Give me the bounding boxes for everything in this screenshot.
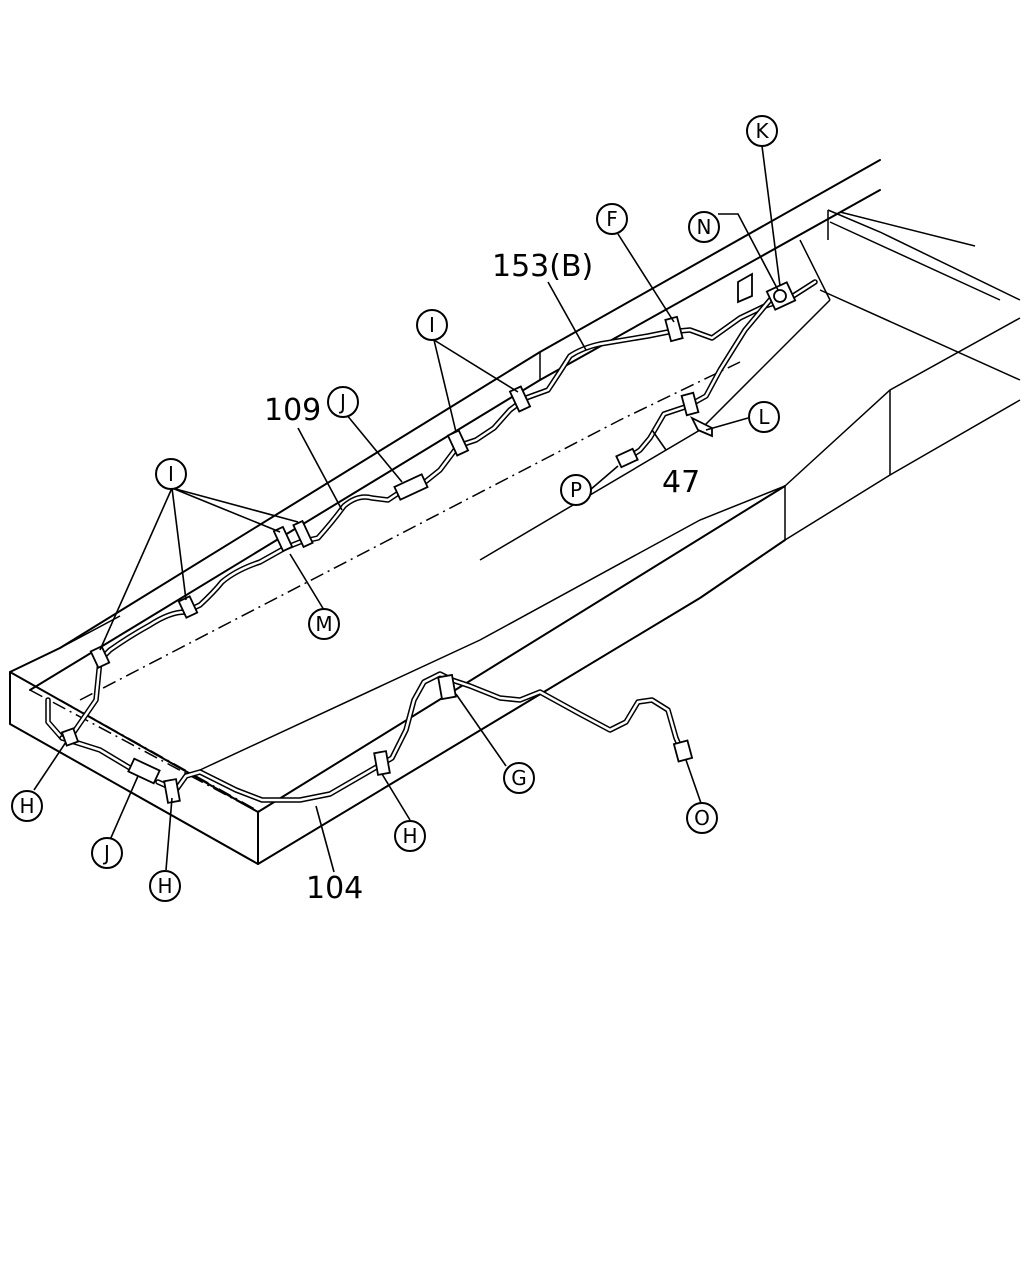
clip — [177, 595, 199, 619]
callout-H-mid: H — [394, 820, 426, 852]
clip — [508, 385, 532, 413]
callout-K: K — [746, 115, 778, 147]
chassis-frame — [9, 159, 1021, 865]
pipe-47 — [619, 297, 773, 465]
clip — [60, 727, 80, 747]
callout-I-left: I — [155, 458, 187, 490]
svg-text:K: K — [755, 119, 769, 143]
svg-text:H: H — [157, 874, 172, 898]
end-fitting — [615, 447, 639, 469]
svg-text:N: N — [697, 215, 712, 239]
clip — [437, 673, 457, 701]
svg-text:F: F — [606, 207, 618, 231]
brake-pipes — [45, 279, 818, 803]
svg-text:G: G — [511, 766, 527, 790]
callout-M: M — [308, 608, 340, 640]
callout-P: P — [560, 474, 592, 506]
clip — [163, 778, 181, 804]
svg-text:J: J — [338, 390, 346, 414]
callout-G: G — [503, 762, 535, 794]
union-fitting — [127, 757, 161, 785]
svg-text:H: H — [402, 824, 417, 848]
part-number-153b: 153(B) — [492, 249, 593, 284]
svg-text:M: M — [315, 612, 332, 636]
bracket — [737, 272, 753, 304]
svg-text:P: P — [570, 478, 582, 502]
callout-H-left: H — [11, 790, 43, 822]
clip — [689, 415, 713, 438]
callout-I-mid: I — [416, 309, 448, 341]
callout-J-top: J — [327, 386, 359, 418]
callout-O: O — [686, 802, 718, 834]
pipe-fittings — [127, 281, 797, 785]
part-number-47: 47 — [662, 465, 700, 500]
clip — [373, 750, 391, 776]
clip — [680, 391, 700, 417]
part-number-109: 109 — [264, 393, 321, 428]
end-fitting — [672, 739, 694, 763]
callout-J-bottom: J — [91, 837, 123, 869]
clip — [89, 645, 111, 669]
leader-lines — [33, 145, 781, 873]
svg-text:I: I — [429, 313, 435, 337]
pipe-clips — [60, 272, 753, 804]
svg-text:I: I — [168, 462, 174, 486]
svg-text:O: O — [694, 806, 710, 830]
connector-nut — [773, 289, 787, 303]
callout-N: N — [688, 211, 720, 243]
clip — [664, 315, 684, 343]
part-number-104: 104 — [306, 871, 363, 906]
clip — [292, 519, 314, 549]
svg-text:J: J — [102, 841, 110, 865]
callout-H-bottom: H — [149, 870, 181, 902]
clip — [272, 525, 294, 553]
callout-L: L — [748, 401, 780, 433]
callout-F: F — [596, 203, 628, 235]
union-fitting — [393, 473, 429, 501]
svg-text:L: L — [758, 405, 770, 429]
svg-text:H: H — [19, 794, 34, 818]
clip — [446, 429, 470, 457]
